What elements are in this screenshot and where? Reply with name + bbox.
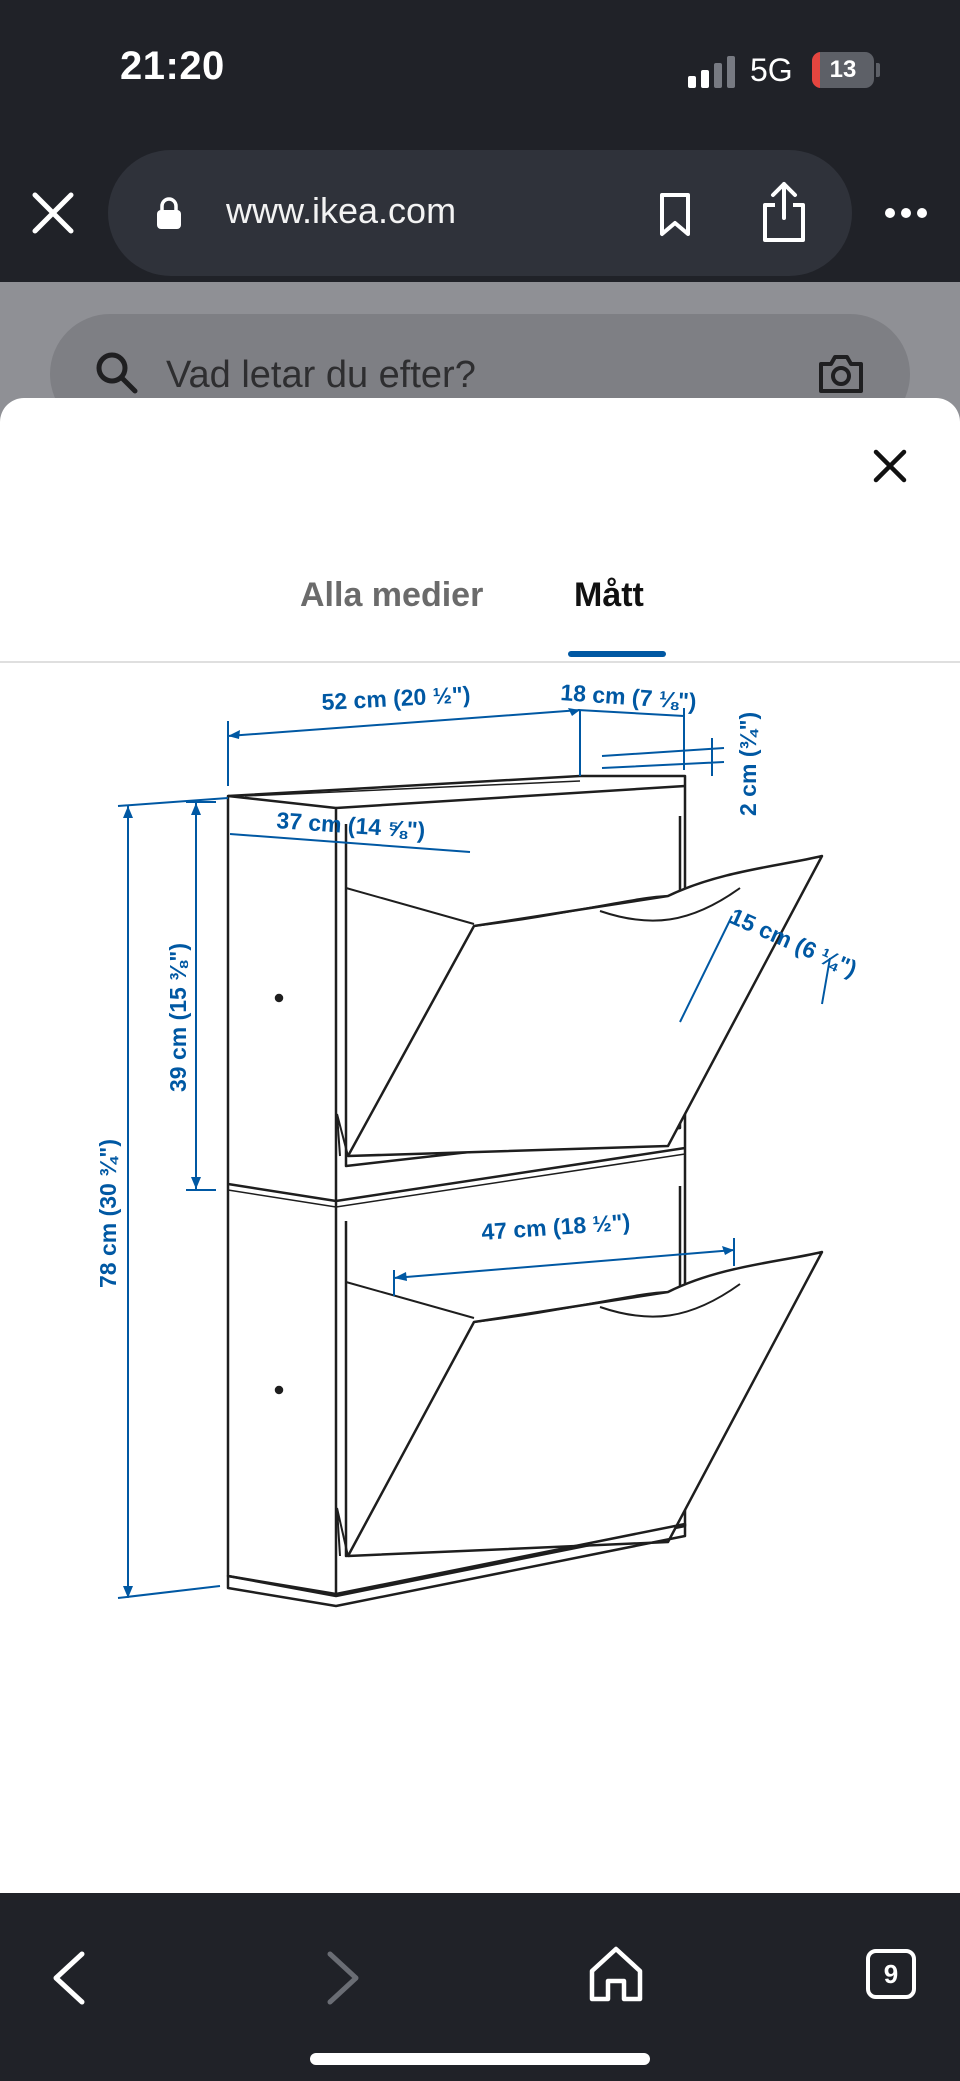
home-icon[interactable] [588, 1945, 644, 2003]
dim-width-total: 52 cm (20 ½") [321, 681, 471, 715]
battery-level-text: 13 [829, 56, 857, 83]
search-placeholder: Vad letar du efter? [166, 354, 476, 396]
active-tab-indicator [568, 651, 666, 657]
dim-height-total: 78 cm (30 ¾") [95, 1139, 121, 1288]
lock-icon [157, 197, 181, 229]
dimension-lines [117, 708, 831, 1599]
tabs-icon[interactable]: 9 [866, 1949, 916, 1999]
home-indicator [310, 2053, 650, 2065]
share-icon[interactable] [760, 180, 808, 244]
tab-dimensions[interactable]: Mått [574, 576, 644, 614]
search-icon [96, 352, 138, 394]
dim-compartment-height: 39 cm (15 ⅜") [165, 943, 191, 1092]
close-icon[interactable] [30, 190, 76, 236]
more-icon[interactable] [884, 206, 928, 220]
network-type: 5G [750, 52, 793, 88]
battery-level-fill [812, 52, 821, 88]
tab-all-media[interactable]: Alla medier [300, 576, 484, 614]
camera-icon[interactable] [818, 354, 864, 394]
dim-top-thickness: 2 cm (¾") [735, 712, 761, 816]
back-icon[interactable] [48, 1949, 90, 2007]
cabinet-line-art [226, 774, 824, 1608]
status-bar: 21:20 5G 13 [0, 0, 960, 140]
browser-toolbar: www.ikea.com [0, 140, 960, 282]
url-text[interactable]: www.ikea.com [226, 190, 457, 231]
media-sheet: Alla medier Mått [0, 398, 960, 1893]
battery-icon: 13 [812, 52, 880, 88]
close-sheet-icon[interactable] [870, 446, 910, 486]
tabs-divider [0, 661, 960, 663]
dimension-drawing: 52 cm (20 ½") 18 cm (7 ⅛") 2 cm (¾") 37 … [95, 679, 861, 1608]
forward-icon[interactable] [322, 1949, 364, 2007]
status-time: 21:20 [120, 44, 225, 88]
bookmark-icon[interactable] [656, 192, 694, 238]
browser-bottom-toolbar: 9 [0, 1893, 960, 2081]
cellular-signal-icon [688, 56, 736, 88]
address-bar[interactable]: www.ikea.com [108, 150, 852, 276]
